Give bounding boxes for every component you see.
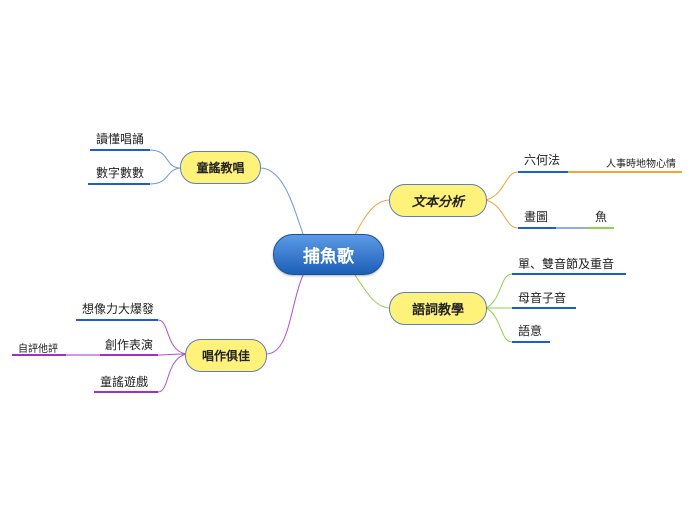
leaf-fish[interactable]: 魚 xyxy=(595,210,608,224)
connector-central-rhyme-singing xyxy=(259,167,304,235)
branch-rhyme-singing[interactable]: 童謠教唱 xyxy=(180,151,261,184)
leaf-drawing[interactable]: 畫圖 xyxy=(524,210,549,224)
leaf-counting[interactable]: 數字數數 xyxy=(96,166,145,180)
connector-central-word-teaching xyxy=(354,274,391,309)
connector-rhyme-counting xyxy=(149,167,181,185)
leaf-liuhe[interactable]: 六何法 xyxy=(524,153,561,167)
leaf-meaning[interactable]: 語意 xyxy=(518,324,543,338)
connector-central-text-analysis xyxy=(354,199,391,236)
leaf-liuhe-detail[interactable]: 人事時地物心情 xyxy=(606,159,676,170)
connector-word-sounds xyxy=(485,273,513,309)
leaf-imagination[interactable]: 想像力大爆發 xyxy=(82,302,155,316)
leaf-reading[interactable]: 讀懂唱誦 xyxy=(96,132,145,146)
branch-word-teaching[interactable]: 語詞教學 xyxy=(389,292,487,325)
leaf-sounds[interactable]: 單、雙音節及重音 xyxy=(518,257,615,271)
connector-creation-games xyxy=(157,353,187,393)
connector-creation-imagination xyxy=(157,319,187,355)
connector-rhyme-reading xyxy=(149,149,181,169)
branch-text-analysis[interactable]: 文本分析 xyxy=(389,184,487,217)
leaf-games[interactable]: 童謠遊戲 xyxy=(100,375,149,389)
branch-creation[interactable]: 唱作俱佳 xyxy=(185,339,267,372)
connector-creation-performance xyxy=(157,353,187,356)
connector-text-drawing xyxy=(485,199,519,229)
connector-text-liuhe xyxy=(485,171,519,201)
connector-central-creation xyxy=(265,274,304,355)
connector-word-meaning xyxy=(485,307,513,343)
central-topic[interactable]: 捕魚歌 xyxy=(273,234,384,275)
leaf-performance[interactable]: 創作表演 xyxy=(105,338,154,352)
leaf-vowels[interactable]: 母音子音 xyxy=(518,291,567,305)
leaf-evaluation[interactable]: 自評他評 xyxy=(18,344,58,355)
